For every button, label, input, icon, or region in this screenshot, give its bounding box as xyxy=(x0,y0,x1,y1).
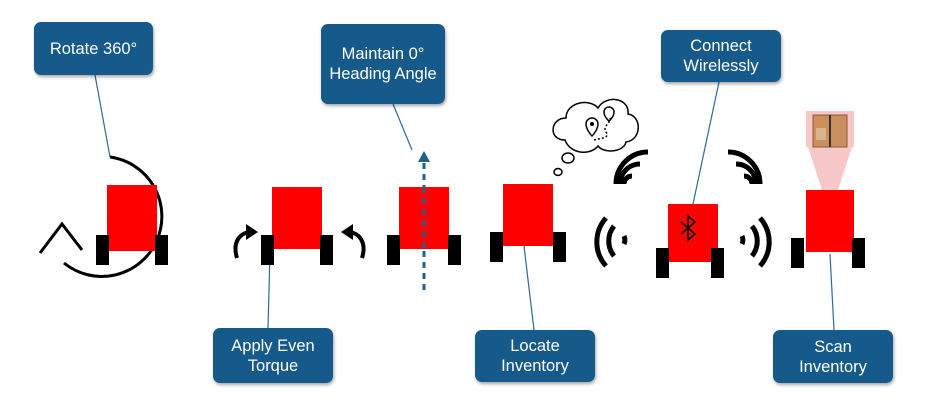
callout-torque: Apply Even Torque xyxy=(213,328,333,383)
connector-locate xyxy=(523,245,535,331)
torque-arrowhead-left-icon xyxy=(246,224,258,240)
robot-torque xyxy=(233,187,366,265)
robot-wheel-right xyxy=(711,248,724,278)
callout-heading: Maintain 0° Heading Angle xyxy=(321,24,445,104)
callout-connect-text: Connect Wirelessly xyxy=(683,37,759,75)
robot-wheel-right xyxy=(155,235,168,265)
callout-heading-text: Maintain 0° Heading Angle xyxy=(329,45,437,83)
robot-wheel-right xyxy=(553,232,566,262)
connector-rotate xyxy=(94,74,111,158)
robot-wheel-left xyxy=(656,248,669,278)
connector-scan xyxy=(829,253,835,331)
robot-wheel-left xyxy=(490,232,503,262)
wireless-signal-icon xyxy=(594,149,772,268)
callout-scan-text: Scan Inventory xyxy=(799,337,867,376)
callout-scan: Scan Inventory xyxy=(773,330,893,383)
connector-heading xyxy=(392,103,413,151)
robot-body xyxy=(272,187,322,249)
inventory-box-icon xyxy=(812,114,848,148)
robot-wheel-left xyxy=(261,235,274,265)
callout-locate: Locate Inventory xyxy=(475,330,595,382)
heading-arrowhead-icon xyxy=(418,151,430,162)
robot-body xyxy=(806,190,854,252)
robot-body xyxy=(107,185,157,251)
robot-wheel-left xyxy=(96,235,109,265)
callout-rotate: Rotate 360° xyxy=(34,22,153,75)
robot-heading xyxy=(387,151,461,290)
robot-connect xyxy=(594,149,772,278)
callout-rotate-text: Rotate 360° xyxy=(49,39,138,58)
thought-bubble-map-icon xyxy=(552,98,639,177)
robot-wheel-right xyxy=(852,238,865,268)
robot-scan xyxy=(791,111,865,268)
robot-wheel-right xyxy=(320,235,333,265)
rotation-arrowhead-icon xyxy=(38,221,84,254)
bluetooth-icon xyxy=(680,214,697,242)
robot-wheel-left xyxy=(387,235,400,265)
robot-wheel-left xyxy=(791,238,804,268)
connector-connect xyxy=(692,81,720,205)
callout-locate-text: Locate Inventory xyxy=(501,337,569,375)
connector-lines xyxy=(94,74,835,331)
callout-torque-text: Apply Even Torque xyxy=(231,336,315,375)
robot-locate xyxy=(490,98,639,262)
robot-body xyxy=(503,184,553,246)
robot-body xyxy=(399,187,449,249)
callout-connect: Connect Wirelessly xyxy=(661,30,781,82)
scan-beam xyxy=(808,147,852,190)
torque-arrowhead-right-icon xyxy=(341,224,353,240)
robot-rotate xyxy=(38,155,168,278)
robot-wheel-right xyxy=(448,235,461,265)
